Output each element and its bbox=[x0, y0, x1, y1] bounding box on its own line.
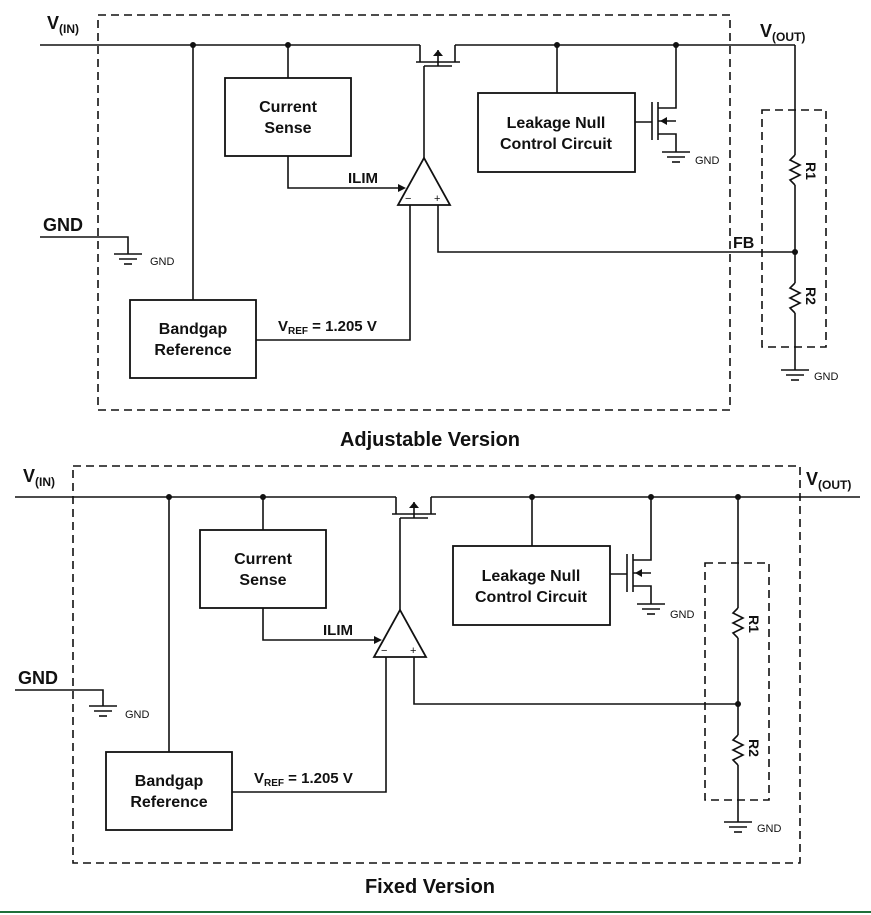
amp-minus: − bbox=[381, 645, 387, 657]
fb-label: FB bbox=[733, 235, 754, 252]
vin-label: V(IN) bbox=[47, 13, 79, 36]
current-sense-block bbox=[199, 529, 327, 609]
amp-plus: + bbox=[410, 645, 416, 657]
leakage-null-block bbox=[477, 92, 636, 173]
resistor-divider: R1 R2 GND bbox=[724, 497, 782, 835]
gnd-input-label: GND bbox=[43, 215, 83, 235]
vout-label: V(OUT) bbox=[806, 469, 851, 492]
adjustable-caption: Adjustable Version bbox=[340, 429, 520, 451]
adjustable-diagram: V(IN) V(OUT) Current Sense ILIM Leakage … bbox=[40, 13, 839, 451]
current-sense-label-1: Current bbox=[234, 551, 292, 568]
vref-wire bbox=[231, 657, 387, 793]
ilim-label: ILIM bbox=[348, 170, 378, 187]
bandgap-label-2: Reference bbox=[130, 794, 207, 811]
fb-wire bbox=[413, 657, 738, 705]
fixed-caption: Fixed Version bbox=[365, 876, 495, 898]
resistor-divider-boundary bbox=[704, 562, 770, 801]
error-amplifier: − + bbox=[231, 608, 738, 793]
r-gnd-small-label: GND bbox=[814, 371, 839, 383]
gnd-input-label: GND bbox=[18, 668, 58, 688]
ic-boundary bbox=[97, 14, 731, 411]
r1-label: R1 bbox=[746, 615, 762, 633]
current-sense-label-1: Current bbox=[259, 99, 317, 116]
gnd-small-label: GND bbox=[670, 609, 695, 621]
leakage-transistor: GND bbox=[610, 497, 695, 621]
gnd-input-small-label: GND bbox=[150, 256, 175, 268]
gnd-small-label: GND bbox=[695, 155, 720, 167]
fixed-diagram: V(IN) V(OUT) Current Sense ILIM Leakage … bbox=[15, 465, 860, 898]
resistor-divider: R1 R2 GND bbox=[781, 45, 839, 383]
ilim-wire bbox=[262, 608, 374, 641]
bandgap-label-2: Reference bbox=[154, 342, 231, 359]
amp-minus: − bbox=[405, 193, 411, 205]
current-sense-block bbox=[224, 77, 352, 157]
vin-label: V(IN) bbox=[23, 466, 55, 489]
leakage-label-2: Control Circuit bbox=[475, 589, 588, 606]
ilim-wire bbox=[287, 156, 398, 189]
ilim-label: ILIM bbox=[323, 622, 353, 639]
vref-label: VREF = 1.205 V bbox=[254, 770, 353, 789]
error-amplifier: − + bbox=[256, 156, 795, 341]
leakage-label-1: Leakage Null bbox=[482, 568, 581, 585]
current-sense-label-2: Sense bbox=[239, 572, 286, 589]
r2-label: R2 bbox=[746, 739, 762, 757]
r1-label: R1 bbox=[803, 162, 819, 180]
resistor-divider-boundary bbox=[761, 109, 827, 348]
vref-label: VREF = 1.205 V bbox=[278, 318, 377, 337]
leakage-label-2: Control Circuit bbox=[500, 136, 613, 153]
vref-wire bbox=[256, 205, 411, 341]
fb-wire bbox=[437, 205, 795, 253]
ic-boundary bbox=[72, 465, 801, 864]
current-sense-label-2: Sense bbox=[264, 120, 311, 137]
bandgap-block bbox=[129, 299, 257, 379]
amp-plus: + bbox=[434, 193, 440, 205]
r2-label: R2 bbox=[803, 287, 819, 305]
leakage-label-1: Leakage Null bbox=[507, 115, 606, 132]
gnd-input-small-label: GND bbox=[125, 709, 150, 721]
leakage-transistor: GND bbox=[635, 45, 720, 167]
r-gnd-small-label: GND bbox=[757, 823, 782, 835]
bandgap-label-1: Bandgap bbox=[159, 321, 228, 338]
leakage-null-block bbox=[452, 545, 611, 626]
bandgap-label-1: Bandgap bbox=[135, 773, 204, 790]
vout-label: V(OUT) bbox=[760, 21, 805, 44]
bandgap-block bbox=[105, 751, 233, 831]
